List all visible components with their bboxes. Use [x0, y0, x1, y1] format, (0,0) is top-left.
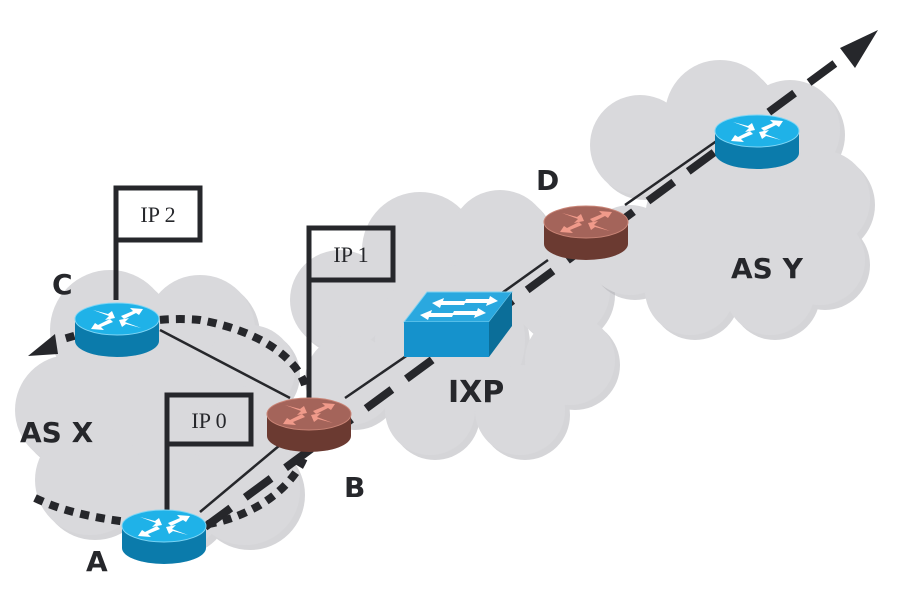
flag-ip2-box	[113, 185, 203, 243]
switch-side	[489, 292, 512, 357]
flag-ip0: IP 0	[164, 392, 254, 512]
region-label-as-y: AS Y	[731, 252, 804, 285]
router-arrows-icon	[283, 403, 335, 425]
flag-ip1-label: IP 1	[333, 242, 368, 267]
return-path-dotted	[33, 315, 309, 531]
router-top	[543, 205, 629, 239]
router-arrows-icon	[138, 515, 190, 537]
ixp-switch	[402, 291, 514, 357]
link-a-b	[199, 444, 281, 513]
flag-ip1: IP 1	[306, 225, 396, 400]
router-c	[74, 302, 160, 357]
router-top	[74, 302, 160, 336]
router-arrows-icon	[91, 308, 143, 330]
link-d-y	[624, 138, 719, 207]
flag-ip2: IP 2	[113, 185, 203, 300]
node-label-d: D	[536, 164, 559, 197]
router-arrows-icon	[560, 211, 612, 233]
switch-front	[404, 322, 489, 357]
router-top	[266, 397, 352, 431]
region-label-as-x: AS X	[20, 416, 94, 449]
flag-ip2-label: IP 2	[140, 202, 175, 227]
router-top	[121, 509, 207, 543]
node-label-a: A	[86, 545, 108, 578]
node-label-c: C	[52, 268, 73, 301]
link-b-switch	[344, 348, 416, 400]
link-c-b	[159, 328, 291, 400]
forward-path-arrowhead	[840, 30, 878, 68]
region-label-ixp: IXP	[448, 375, 504, 410]
flag-ip0-box	[164, 392, 254, 447]
cloud-as-y	[585, 60, 870, 335]
router-arrows-icon	[731, 120, 783, 142]
routers	[74, 114, 800, 564]
return-path-arrowhead	[28, 334, 58, 356]
router-b	[266, 397, 352, 452]
router-top	[714, 114, 800, 148]
flag-ip0-label: IP 0	[191, 408, 226, 433]
flag-ip1-box	[306, 225, 396, 283]
node-label-b: B	[344, 471, 365, 504]
router-a	[121, 509, 207, 564]
router-y	[714, 114, 800, 169]
switch-arrows-icon	[420, 296, 498, 320]
router-d	[543, 205, 629, 260]
